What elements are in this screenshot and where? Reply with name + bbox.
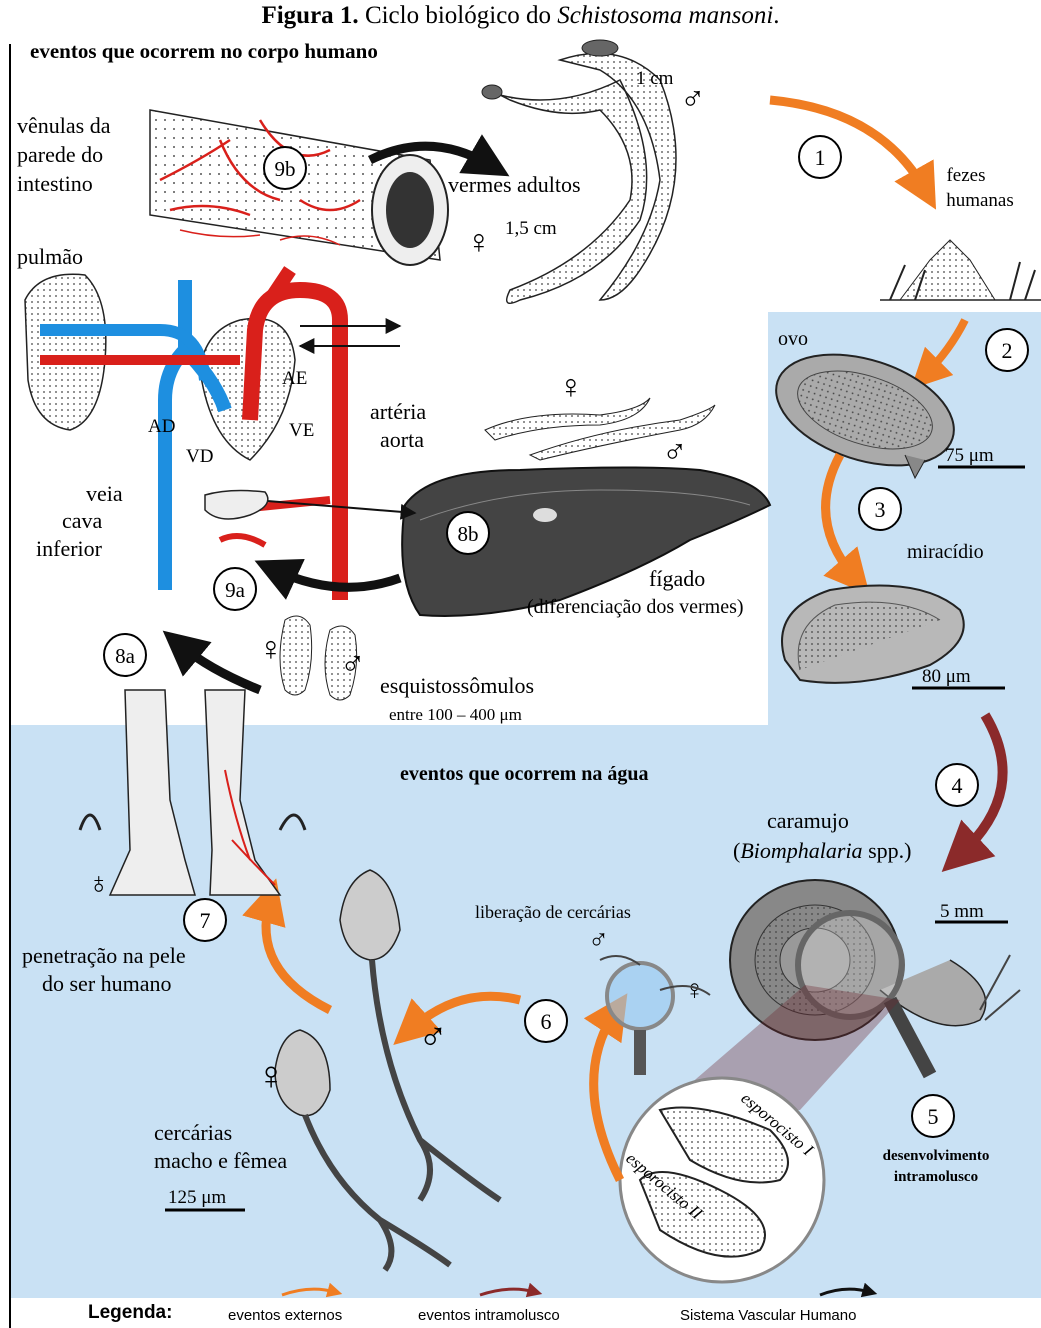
step-3: 3 xyxy=(875,497,886,522)
artery-label-1: artéria xyxy=(370,399,426,424)
male-size-label: 1 cm xyxy=(636,68,674,89)
development-label-1: desenvolvimento xyxy=(883,1148,990,1164)
lung-label: pulmão xyxy=(17,244,83,269)
egg-label: ovo xyxy=(778,328,808,350)
schistosomula-label: esquistossômulos xyxy=(380,673,534,698)
artery-label-2: aorta xyxy=(380,427,424,452)
development-label-2: intramolusco xyxy=(894,1169,978,1185)
step-7: 7 xyxy=(200,908,211,933)
inverted-female-symbol: ♀ xyxy=(88,868,111,901)
female-symbol-liver: ♀ xyxy=(558,369,584,406)
snail-species-line: (Biomphalaria spp.) xyxy=(733,838,911,863)
step-9b: 9b xyxy=(275,157,296,181)
vd-label: VD xyxy=(186,446,213,467)
external-arrow-1 xyxy=(770,100,925,190)
adult-worms-label: vermes adultos xyxy=(448,172,581,197)
cercariae-label-2: macho e fêmea xyxy=(154,1148,287,1173)
small-liver-illustration xyxy=(205,491,268,545)
vein-label-1: veia xyxy=(86,481,123,506)
venulas-label-3: intestino xyxy=(17,171,93,196)
male-symbol-schisto: ♂ xyxy=(340,646,366,683)
male-symbol-liver: ♂ xyxy=(662,434,688,471)
liver-label: fígado xyxy=(649,566,705,591)
liver-sublabel: (diferenciação dos vermes) xyxy=(527,596,744,618)
lung-illustration xyxy=(25,274,106,430)
penetration-label-1: penetração na pele xyxy=(22,943,186,968)
step-2: 2 xyxy=(1002,338,1013,363)
ad-label: AD xyxy=(148,416,175,437)
venulas-label-1: vênulas da xyxy=(17,113,111,138)
step-6: 6 xyxy=(541,1009,552,1034)
vein-label-3: inferior xyxy=(36,536,103,561)
vascular-arrow-8a xyxy=(180,645,260,690)
venulas-label-2: parede do xyxy=(17,142,103,167)
male-symbol-worms: ♂ xyxy=(680,81,706,118)
vein-label-2: cava xyxy=(62,508,103,533)
legend-external: eventos externos xyxy=(228,1307,342,1324)
step-9a: 9a xyxy=(225,578,246,602)
snail-genus: Biomphalaria xyxy=(740,838,862,863)
water-heading: eventos que ocorrem na água xyxy=(400,763,649,785)
penetration-label-2: do ser humano xyxy=(42,971,172,996)
snail-scale-label: 5 mm xyxy=(940,901,984,922)
cercariae-label-1: cercárias xyxy=(154,1120,232,1145)
step-1: 1 xyxy=(815,145,826,170)
egg-scale-label: 75 μm xyxy=(945,445,994,466)
female-size-label: 1,5 cm xyxy=(505,218,557,239)
female-symbol-cercariae: ♀ xyxy=(256,1053,286,1098)
male-symbol-release: ♂ xyxy=(588,925,609,956)
cercariae-release-label: liberação de cercárias xyxy=(475,902,631,922)
feces-illustration xyxy=(880,240,1041,300)
miracidium-scale-label: 80 μm xyxy=(922,666,971,687)
snail-open-paren: ( xyxy=(733,838,740,863)
step-8a: 8a xyxy=(115,644,136,668)
miracidium-label: miracídio xyxy=(907,541,984,563)
legend-title: Legenda: xyxy=(88,1302,172,1324)
human-body-heading: eventos que ocorrem no corpo humano xyxy=(30,39,378,63)
snail-spp: spp.) xyxy=(863,838,912,863)
intestine-illustration: 9b xyxy=(150,110,448,265)
legend-intramollusc: eventos intramolusco xyxy=(418,1307,560,1324)
ve-label: VE xyxy=(289,420,314,441)
feces-label-1: fezes xyxy=(946,165,985,186)
step-5: 5 xyxy=(928,1104,939,1129)
legend: Legenda: eventos externos eventos intram… xyxy=(0,1298,1041,1328)
ae-label: AE xyxy=(282,368,307,389)
step-8b: 8b xyxy=(458,522,479,546)
legend-vascular: Sistema Vascular Humano xyxy=(680,1307,856,1324)
male-symbol-cercariae: ♂ xyxy=(418,1014,448,1059)
step-4: 4 xyxy=(952,773,963,798)
female-symbol-worms: ♀ xyxy=(466,224,492,261)
schistosomula-size: entre 100 – 400 μm xyxy=(389,705,522,724)
snail-label: caramujo xyxy=(767,808,849,833)
female-symbol-schisto: ♀ xyxy=(258,631,284,668)
feces-label-2: humanas xyxy=(946,190,1014,211)
cercariae-scale-label: 125 μm xyxy=(168,1187,226,1208)
